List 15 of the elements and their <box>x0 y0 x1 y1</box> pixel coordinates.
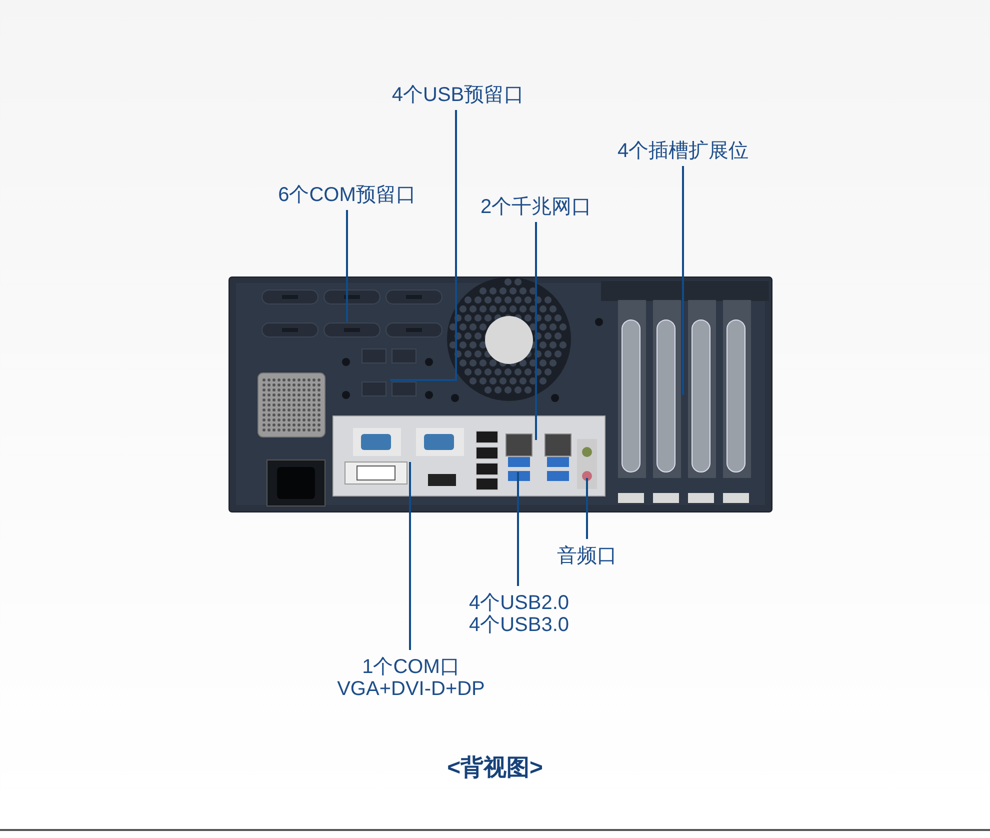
leader-line <box>535 222 537 440</box>
callout-label: 音频口 <box>557 545 617 567</box>
leader-line <box>409 462 411 650</box>
callout-label: 6个COM预留口 <box>278 184 416 206</box>
callout-label: 4个USB2.0 4个USB3.0 <box>467 592 571 636</box>
leader-line <box>586 478 588 539</box>
figure-title: <背视图> <box>446 753 544 782</box>
leader-line <box>390 110 457 381</box>
callout-label: 2个千兆网口 <box>480 196 592 218</box>
leader-line <box>682 166 684 395</box>
callout-label: 4个插槽扩展位 <box>617 140 749 162</box>
callout-label: 1个COM口 VGA+DVI-D+DP <box>321 656 501 700</box>
callout-label: 4个USB预留口 <box>392 84 524 106</box>
leader-line <box>346 210 348 322</box>
leader-line <box>517 472 519 586</box>
